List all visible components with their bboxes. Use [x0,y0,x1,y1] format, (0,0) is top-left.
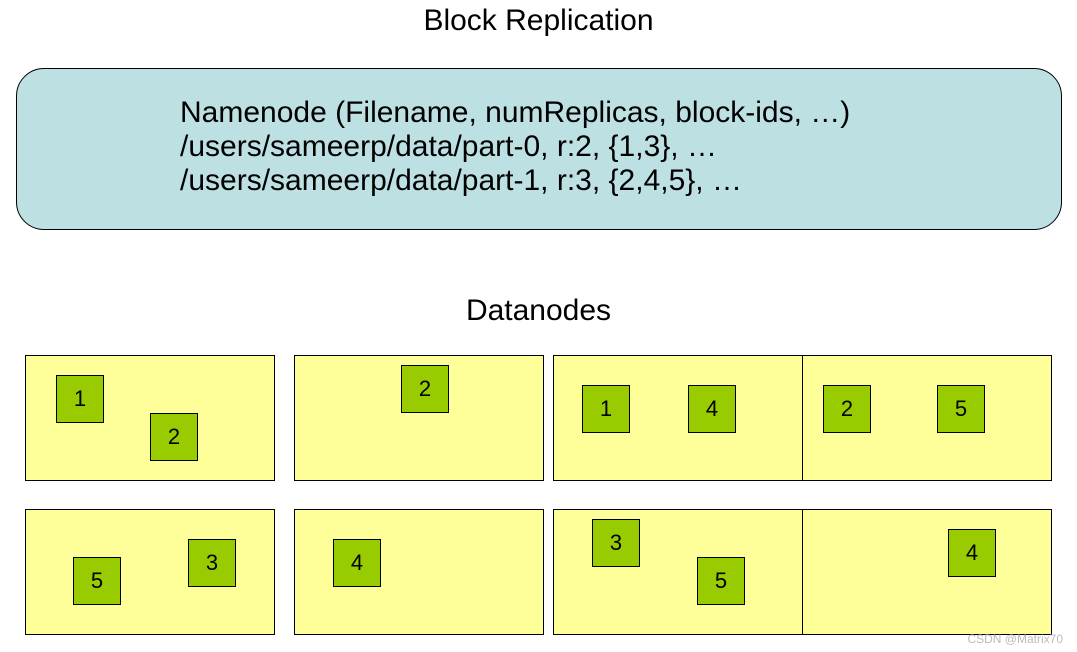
datanode: 1 4 [553,355,803,481]
namenode-line: /users/sameerp/data/part-1, r:3, {2,4,5}… [180,164,742,197]
block: 4 [333,539,381,587]
block: 2 [401,365,449,413]
block: 1 [582,385,630,433]
block: 3 [188,539,236,587]
datanode: 4 [294,509,544,635]
block: 2 [823,385,871,433]
datanode: 2 [294,355,544,481]
datanode: 1 2 [25,355,275,481]
namenode-box: Namenode (Filename, numReplicas, block-i… [16,68,1062,230]
datanode: 3 5 [553,509,803,635]
diagram-title: Block Replication [423,4,654,37]
block: 2 [150,413,198,461]
datanode: 4 [802,509,1052,635]
datanodes-heading: Datanodes [465,294,612,327]
watermark: CSDN @Matrix70 [967,632,1063,646]
block: 5 [697,557,745,605]
block: 5 [73,557,121,605]
block: 5 [937,385,985,433]
namenode-line: Namenode (Filename, numReplicas, block-i… [180,96,851,129]
block: 4 [688,385,736,433]
block: 1 [56,375,104,423]
datanode: 2 5 [802,355,1052,481]
namenode-line: /users/sameerp/data/part-0, r:2, {1,3}, … [180,130,717,163]
block: 3 [592,519,640,567]
datanode: 5 3 [25,509,275,635]
block: 4 [948,529,996,577]
